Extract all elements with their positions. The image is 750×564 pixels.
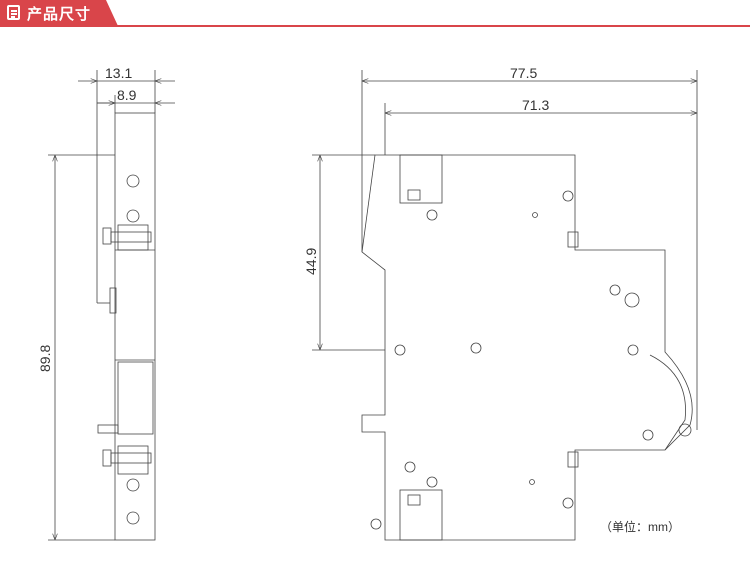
dim-44-9: 44.9 bbox=[303, 248, 319, 275]
front-view bbox=[312, 70, 698, 541]
dim-89-8: 89.8 bbox=[37, 345, 53, 372]
dim-77-5: 77.5 bbox=[510, 65, 537, 81]
section-tab: 产品尺寸 bbox=[0, 0, 118, 26]
header-divider bbox=[0, 25, 750, 27]
side-view bbox=[48, 70, 175, 541]
dim-71-3: 71.3 bbox=[522, 97, 549, 113]
dim-13-1: 13.1 bbox=[105, 65, 132, 81]
dim-8-9: 8.9 bbox=[117, 87, 137, 103]
document-icon bbox=[7, 5, 20, 20]
unit-note: （单位：mm） bbox=[600, 520, 680, 534]
section-title: 产品尺寸 bbox=[27, 6, 92, 23]
